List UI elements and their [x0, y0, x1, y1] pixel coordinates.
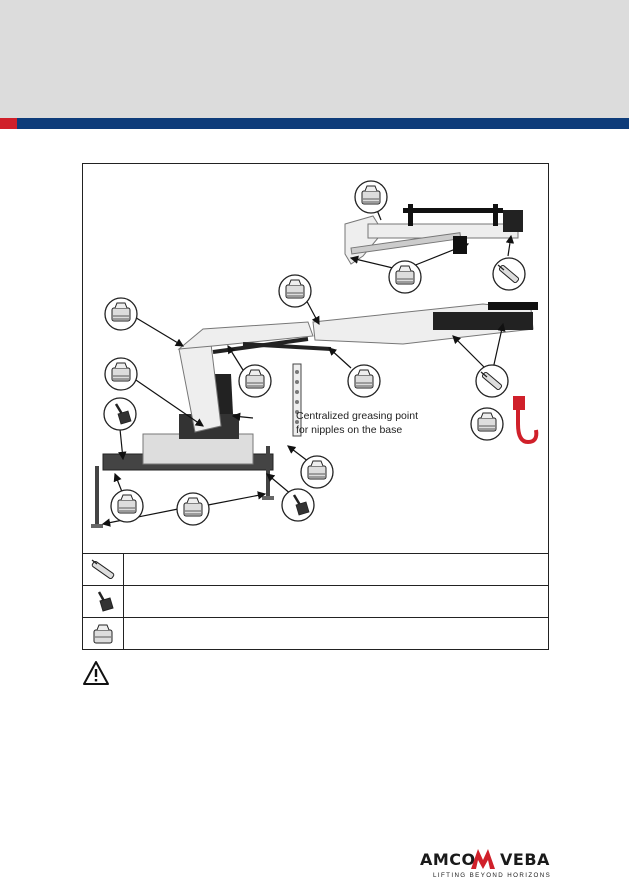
header-band	[0, 0, 629, 118]
legend-row-grease-gun	[83, 553, 548, 586]
warning-triangle-icon	[82, 660, 110, 691]
logo-word-amco: AMCO	[420, 850, 476, 869]
legend-row-brush	[83, 585, 548, 618]
logo-tagline: LIFTING BEYOND HORIZONS	[433, 872, 552, 879]
brush-icon	[83, 586, 124, 618]
legend-row-grease-nipple	[83, 617, 548, 650]
logo-mark	[471, 849, 495, 869]
crane-image	[91, 293, 539, 528]
centralized-greasing-callout: Centralized greasing point for nipples o…	[296, 409, 426, 437]
header-stripe-red	[0, 118, 17, 129]
grease-gun-icon	[83, 554, 124, 586]
grease-nipple-icon	[83, 618, 124, 650]
crane-diagram	[91, 180, 539, 528]
amco-veba-logo: AMCO VEBA LIFTING BEYOND HORIZONS	[420, 848, 550, 882]
callout-line-2: for nipples on the base	[296, 424, 403, 436]
logo-word-veba: VEBA	[500, 850, 550, 869]
header-stripe-blue	[17, 118, 629, 129]
callout-line-1: Centralized greasing point	[296, 410, 418, 422]
lubrication-figure: Centralized greasing point for nipples o…	[82, 163, 549, 650]
